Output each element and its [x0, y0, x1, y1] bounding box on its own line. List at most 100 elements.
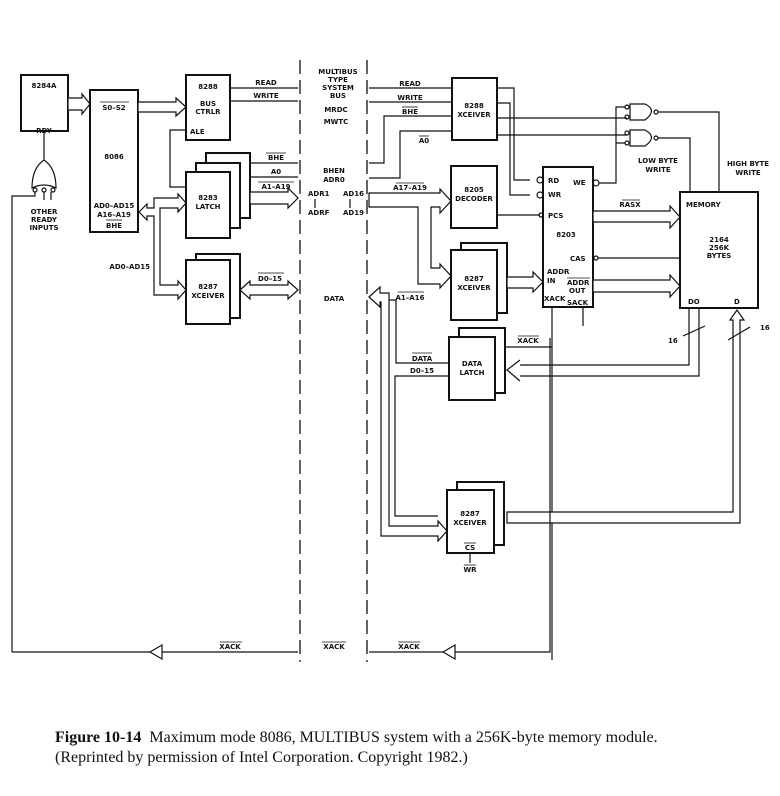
svg-text:XCEIVER: XCEIVER	[453, 519, 487, 527]
svg-text:8284A: 8284A	[32, 82, 57, 90]
svg-text:IN: IN	[547, 277, 556, 285]
svg-text:8287: 8287	[460, 510, 480, 518]
svg-text:ADDR: ADDR	[567, 279, 590, 287]
svg-text:WRITE: WRITE	[735, 169, 760, 177]
svg-text:CAS: CAS	[570, 255, 586, 263]
svg-text:SACK: SACK	[567, 299, 589, 307]
svg-text:LATCH: LATCH	[195, 203, 220, 211]
cpu-8086: S0–S2 8086 AD0–AD15 A16–A19 BHE AD0–AD15	[89, 89, 187, 301]
bus-title: BUS	[330, 92, 346, 100]
svg-text:XACK: XACK	[517, 337, 539, 345]
svg-text:DATA: DATA	[412, 355, 433, 363]
svg-text:8287: 8287	[198, 283, 218, 291]
transceiver-8288-right: 8288 XCEIVER READ WRITE BHE A0	[369, 77, 627, 196]
svg-text:XCEIVER: XCEIVER	[457, 111, 491, 119]
block-diagram: MULTIBUS TYPE SYSTEM BUS MRDC MWTC BHEN …	[11, 60, 770, 662]
svg-text:RD: RD	[548, 177, 559, 185]
svg-text:8283: 8283	[198, 194, 218, 202]
svg-text:INPUTS: INPUTS	[29, 224, 58, 232]
svg-text:DATA: DATA	[462, 360, 483, 368]
latch-8283: 8283 LATCH BHE A0 A1–A19	[185, 152, 299, 239]
mrdc-label: MRDC	[324, 106, 347, 114]
svg-text:A17–A19: A17–A19	[393, 184, 427, 192]
svg-text:A0: A0	[271, 168, 281, 176]
svg-text:OTHER: OTHER	[31, 208, 58, 216]
nand-gate-icon	[629, 103, 653, 121]
svg-text:WRITE: WRITE	[397, 94, 422, 102]
svg-text:XACK: XACK	[544, 295, 566, 303]
svg-text:BUS: BUS	[200, 100, 216, 108]
svg-text:DO: DO	[688, 298, 700, 306]
svg-text:16: 16	[760, 324, 770, 332]
mwtc-label: MWTC	[324, 118, 349, 126]
svg-text:XACK: XACK	[219, 643, 241, 651]
transceiver-8287-left: 8287 XCEIVER D0–15	[185, 253, 299, 325]
svg-text:BHE: BHE	[402, 108, 418, 116]
or-gate-icon	[31, 159, 57, 189]
svg-text:WRITE: WRITE	[253, 92, 278, 100]
svg-text:READ: READ	[399, 80, 421, 88]
svg-text:16: 16	[668, 337, 678, 345]
svg-text:BHE: BHE	[268, 154, 284, 162]
caption-credit: (Reprinted by permission of Intel Corpor…	[55, 749, 468, 766]
svg-text:OUT: OUT	[569, 287, 586, 295]
ras-bus	[592, 204, 681, 230]
adrf-label: ADRF	[308, 209, 330, 217]
adr1-label: ADR1	[308, 190, 330, 198]
svg-text:8288: 8288	[464, 102, 484, 110]
write-nand-gates: LOW BYTE WRITE HIGH BYTE WRITE	[599, 103, 769, 192]
svg-text:ADDR: ADDR	[547, 268, 570, 276]
svg-text:XCEIVER: XCEIVER	[191, 292, 225, 300]
bus-labels: MULTIBUS TYPE SYSTEM BUS MRDC MWTC BHEN …	[308, 68, 364, 651]
svg-text:D0–15: D0–15	[410, 367, 434, 375]
bus-title: SYSTEM	[322, 84, 354, 92]
svg-text:LATCH: LATCH	[459, 369, 484, 377]
svg-text:MEMORY: MEMORY	[686, 201, 722, 209]
svg-text:AD0–AD15: AD0–AD15	[94, 202, 135, 210]
bus-title: TYPE	[328, 76, 348, 84]
nand-gate-icon	[629, 129, 653, 147]
svg-text:BYTES: BYTES	[707, 252, 732, 260]
svg-text:XACK: XACK	[398, 643, 420, 651]
svg-text:S0–S2: S0–S2	[102, 104, 125, 112]
svg-text:8287: 8287	[464, 275, 484, 283]
decoder-8205: 8205 DECODER A17–A19	[368, 165, 540, 290]
svg-text:256K: 256K	[709, 244, 730, 252]
svg-text:PCS: PCS	[548, 212, 563, 220]
dram-controller-8203: RD WR PCS WE 8203 CAS ADDR IN ADDR OUT X…	[536, 166, 680, 660]
caption-text: Maximum mode 8086, MULTIBUS system with …	[149, 729, 658, 746]
clock-generator-8284a: 8284A RDY OTHER READY INPUTS	[11, 74, 91, 652]
adr0-label: ADR0	[323, 176, 345, 184]
svg-text:2164: 2164	[709, 236, 729, 244]
ad16-label: AD16	[343, 190, 364, 198]
figure-caption: Figure 10-14 Maximum mode 8086, MULTIBUS…	[55, 728, 755, 768]
svg-text:8086: 8086	[104, 153, 124, 161]
svg-text:WR: WR	[463, 566, 477, 574]
svg-text:XCEIVER: XCEIVER	[457, 284, 491, 292]
transceiver-8287-data: 8287 XCEIVER CS WR	[446, 481, 505, 574]
bus-title: MULTIBUS	[318, 68, 357, 76]
bhen-label: BHEN	[323, 167, 345, 175]
svg-text:8288: 8288	[198, 83, 218, 91]
svg-text:D0–15: D0–15	[258, 275, 282, 283]
svg-text:D: D	[734, 298, 740, 306]
svg-text:CTRLR: CTRLR	[195, 108, 221, 116]
xack-return: XACK XACK	[12, 338, 551, 661]
bus-controller-8288: 8288 BUS CTRLR ALE READ WRITE	[169, 74, 298, 188]
svg-text:A0: A0	[419, 137, 429, 145]
svg-text:DECODER: DECODER	[455, 195, 493, 203]
svg-text:A16–A19: A16–A19	[97, 211, 131, 219]
svg-text:A1–A19: A1–A19	[262, 183, 291, 191]
svg-text:WRITE: WRITE	[645, 166, 670, 174]
transceiver-8287-address: 8287 XCEIVER A1–A16	[396, 242, 544, 321]
svg-text:READY: READY	[31, 216, 58, 224]
svg-text:LOW BYTE: LOW BYTE	[638, 157, 678, 165]
svg-text:HIGH BYTE: HIGH BYTE	[727, 160, 769, 168]
svg-text:WR: WR	[548, 191, 562, 199]
svg-text:8205: 8205	[464, 186, 484, 194]
memory-2164: MEMORY 2164 256K BYTES DO D 16 16	[506, 191, 770, 524]
ras-label: RASX	[619, 201, 641, 209]
svg-text:8203: 8203	[556, 231, 576, 239]
svg-text:READ: READ	[255, 79, 277, 87]
